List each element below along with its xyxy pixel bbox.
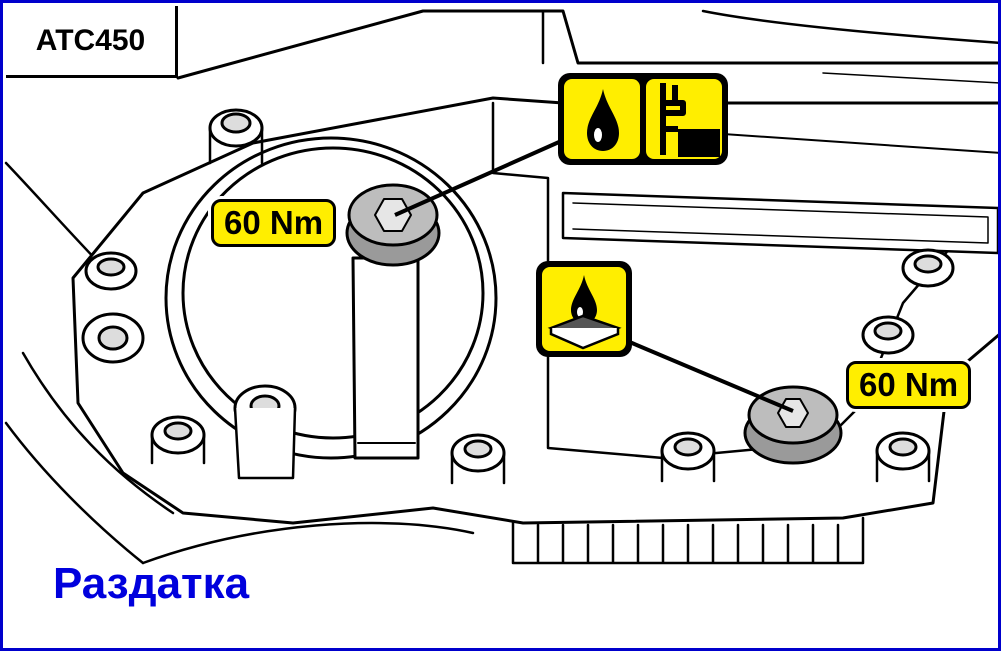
fill-plug-torque-label: 60 Nm bbox=[211, 199, 337, 247]
oil-fill-icon-group bbox=[558, 73, 728, 165]
diagram-caption: Раздатка bbox=[53, 559, 250, 608]
bolt bbox=[208, 108, 264, 165]
oil-drop-icon bbox=[587, 89, 619, 151]
cover-bracket bbox=[351, 256, 420, 460]
housing-outline-left-2 bbox=[21, 351, 175, 515]
fill-plug-hex bbox=[374, 198, 412, 232]
bolt bbox=[81, 312, 145, 364]
bolt bbox=[861, 315, 915, 355]
round-cover bbox=[181, 146, 485, 440]
upper-rail bbox=[701, 9, 998, 45]
bolt bbox=[84, 251, 138, 291]
drain-plug-torque-label: 60 Nm bbox=[846, 361, 972, 409]
panel-edge-2 bbox=[822, 72, 998, 84]
drain-leader-line bbox=[612, 333, 794, 413]
lower-housing bbox=[141, 521, 475, 565]
oil-drain-icon bbox=[536, 261, 632, 357]
bolt bbox=[901, 248, 955, 288]
model-label: ATC450 bbox=[6, 6, 178, 78]
bolt bbox=[233, 384, 297, 480]
drain-plug-hex bbox=[777, 398, 809, 428]
upper-housing bbox=[176, 9, 998, 80]
oil-level-icon bbox=[660, 83, 720, 157]
fill-leader-line bbox=[394, 136, 569, 217]
bolt bbox=[450, 433, 506, 485]
transfer-case-drawing bbox=[4, 9, 998, 565]
bolt bbox=[150, 415, 206, 465]
cooling-fins bbox=[511, 516, 865, 565]
panel-rib-inner bbox=[572, 202, 989, 244]
bolt bbox=[660, 431, 716, 483]
housing-outline-left-3 bbox=[4, 421, 145, 565]
panel-rib bbox=[561, 191, 998, 255]
bolt bbox=[875, 431, 931, 483]
